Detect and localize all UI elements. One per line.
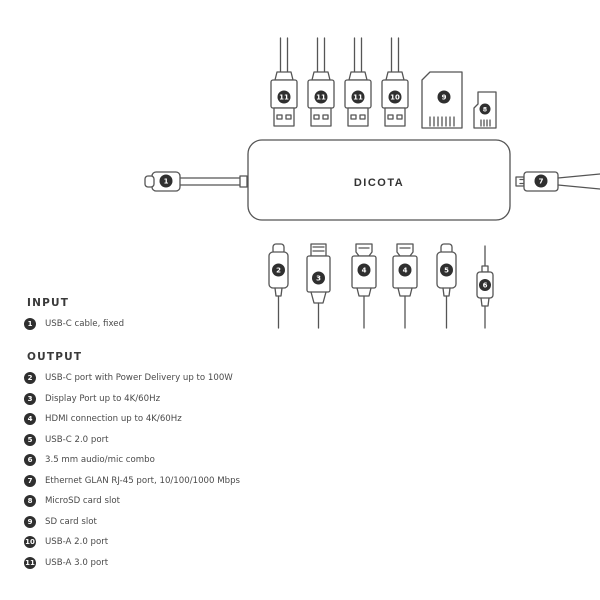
legend-item: 2 USB-C port with Power Delivery up to 1… [24, 371, 233, 385]
legend-item-text: USB-A 2.0 port [45, 537, 109, 547]
callout-bottom-5-label: 5 [444, 267, 449, 275]
callout-bottom-1-label: 2 [276, 267, 281, 275]
legend-number-badge: 9 [24, 515, 36, 528]
callout-7-label: 7 [539, 178, 544, 186]
brand-logo: DICOTA [354, 177, 404, 189]
callout-bottom-5 [440, 263, 453, 277]
legend-number-badge: 7 [24, 474, 36, 487]
callout-top-5-label: 9 [442, 94, 447, 102]
hub-body [247, 139, 511, 221]
legend-item: 6 3.5 mm audio/mic combo [24, 453, 155, 467]
legend-number-badge: 8 [24, 495, 36, 507]
input-heading: INPUT [27, 297, 70, 309]
legend-number-badge: 2 [24, 372, 36, 384]
legend-item: 3 Display Port up to 4K/60Hz [24, 392, 160, 406]
callout-bottom-2-label: 3 [316, 275, 321, 283]
callout-top-6-label: 8 [483, 107, 487, 114]
callout-top-5 [437, 90, 451, 104]
legend-number-badge: 3 [24, 392, 36, 405]
bottom-connectors [268, 243, 494, 329]
callout-top-2-label: 11 [316, 94, 326, 102]
legend-item: 4 HDMI connection up to 4K/60Hz [24, 412, 182, 426]
top-usb-a-connectors [270, 37, 409, 127]
callout-1-label: 1 [164, 178, 169, 186]
legend-item-text: HDMI connection up to 4K/60Hz [45, 414, 182, 424]
callout-7 [534, 174, 548, 188]
legend-number-badge: 10 [24, 536, 36, 548]
callout-top-6 [479, 103, 491, 115]
legend-number-badge: 6 [24, 454, 36, 466]
legend-item-text: USB-C cable, fixed [45, 319, 125, 329]
legend-item: 11 USB-A 3.0 port [24, 556, 108, 570]
callout-bottom-3 [357, 263, 371, 277]
legend-item: 10 USB-A 2.0 port [24, 535, 108, 549]
legend-item: 8 MicroSD card slot [24, 494, 120, 508]
legend-number-badge: 4 [24, 413, 36, 425]
ethernet-cable [515, 171, 600, 192]
callout-bottom-3-label: 4 [362, 267, 367, 275]
callout-bottom-6 [479, 279, 491, 291]
callout-bottom-4 [398, 263, 412, 277]
legend-item-text: USB-C port with Power Delivery up to 100… [45, 373, 233, 383]
legend-item: 1 USB-C cable, fixed [24, 317, 124, 331]
callout-bottom-1 [272, 263, 285, 277]
callout-top-3-label: 11 [353, 94, 363, 102]
callout-top-1 [277, 90, 291, 104]
legend-item: 5 USB-C 2.0 port [24, 433, 109, 447]
legend-item-text: USB-C 2.0 port [45, 434, 109, 445]
callout-top-4-label: 10 [390, 94, 400, 102]
legend-number-badge: 11 [24, 556, 36, 569]
callout-bottom-6-label: 6 [483, 282, 488, 290]
legend-item-text: Display Port up to 4K/60Hz [45, 393, 161, 404]
legend-item: 7 Ethernet GLAN RJ-45 port, 10/100/1000 … [24, 474, 240, 488]
legend-item-text: Ethernet GLAN RJ-45 port, 10/100/1000 Mb… [45, 475, 241, 486]
callout-top-3 [351, 90, 365, 104]
callout-top-2 [314, 90, 328, 104]
callout-top-4 [388, 90, 402, 104]
callout-top-1-label: 11 [279, 94, 289, 102]
legend-item-text: SD card slot [45, 516, 97, 527]
output-heading: OUTPUT [27, 351, 83, 363]
legend-number-badge: 1 [24, 318, 36, 330]
callout-bottom-4-label: 4 [403, 267, 408, 275]
legend-item-text: USB-A 3.0 port [45, 557, 109, 568]
callout-bottom-2 [312, 271, 325, 285]
legend-item: 9 SD card slot [24, 515, 97, 529]
legend-number-badge: 5 [24, 433, 36, 446]
callout-1 [159, 174, 173, 188]
legend-item-text: 3.5 mm audio/mic combo [45, 455, 155, 465]
legend-item-text: MicroSD card slot [45, 496, 120, 506]
